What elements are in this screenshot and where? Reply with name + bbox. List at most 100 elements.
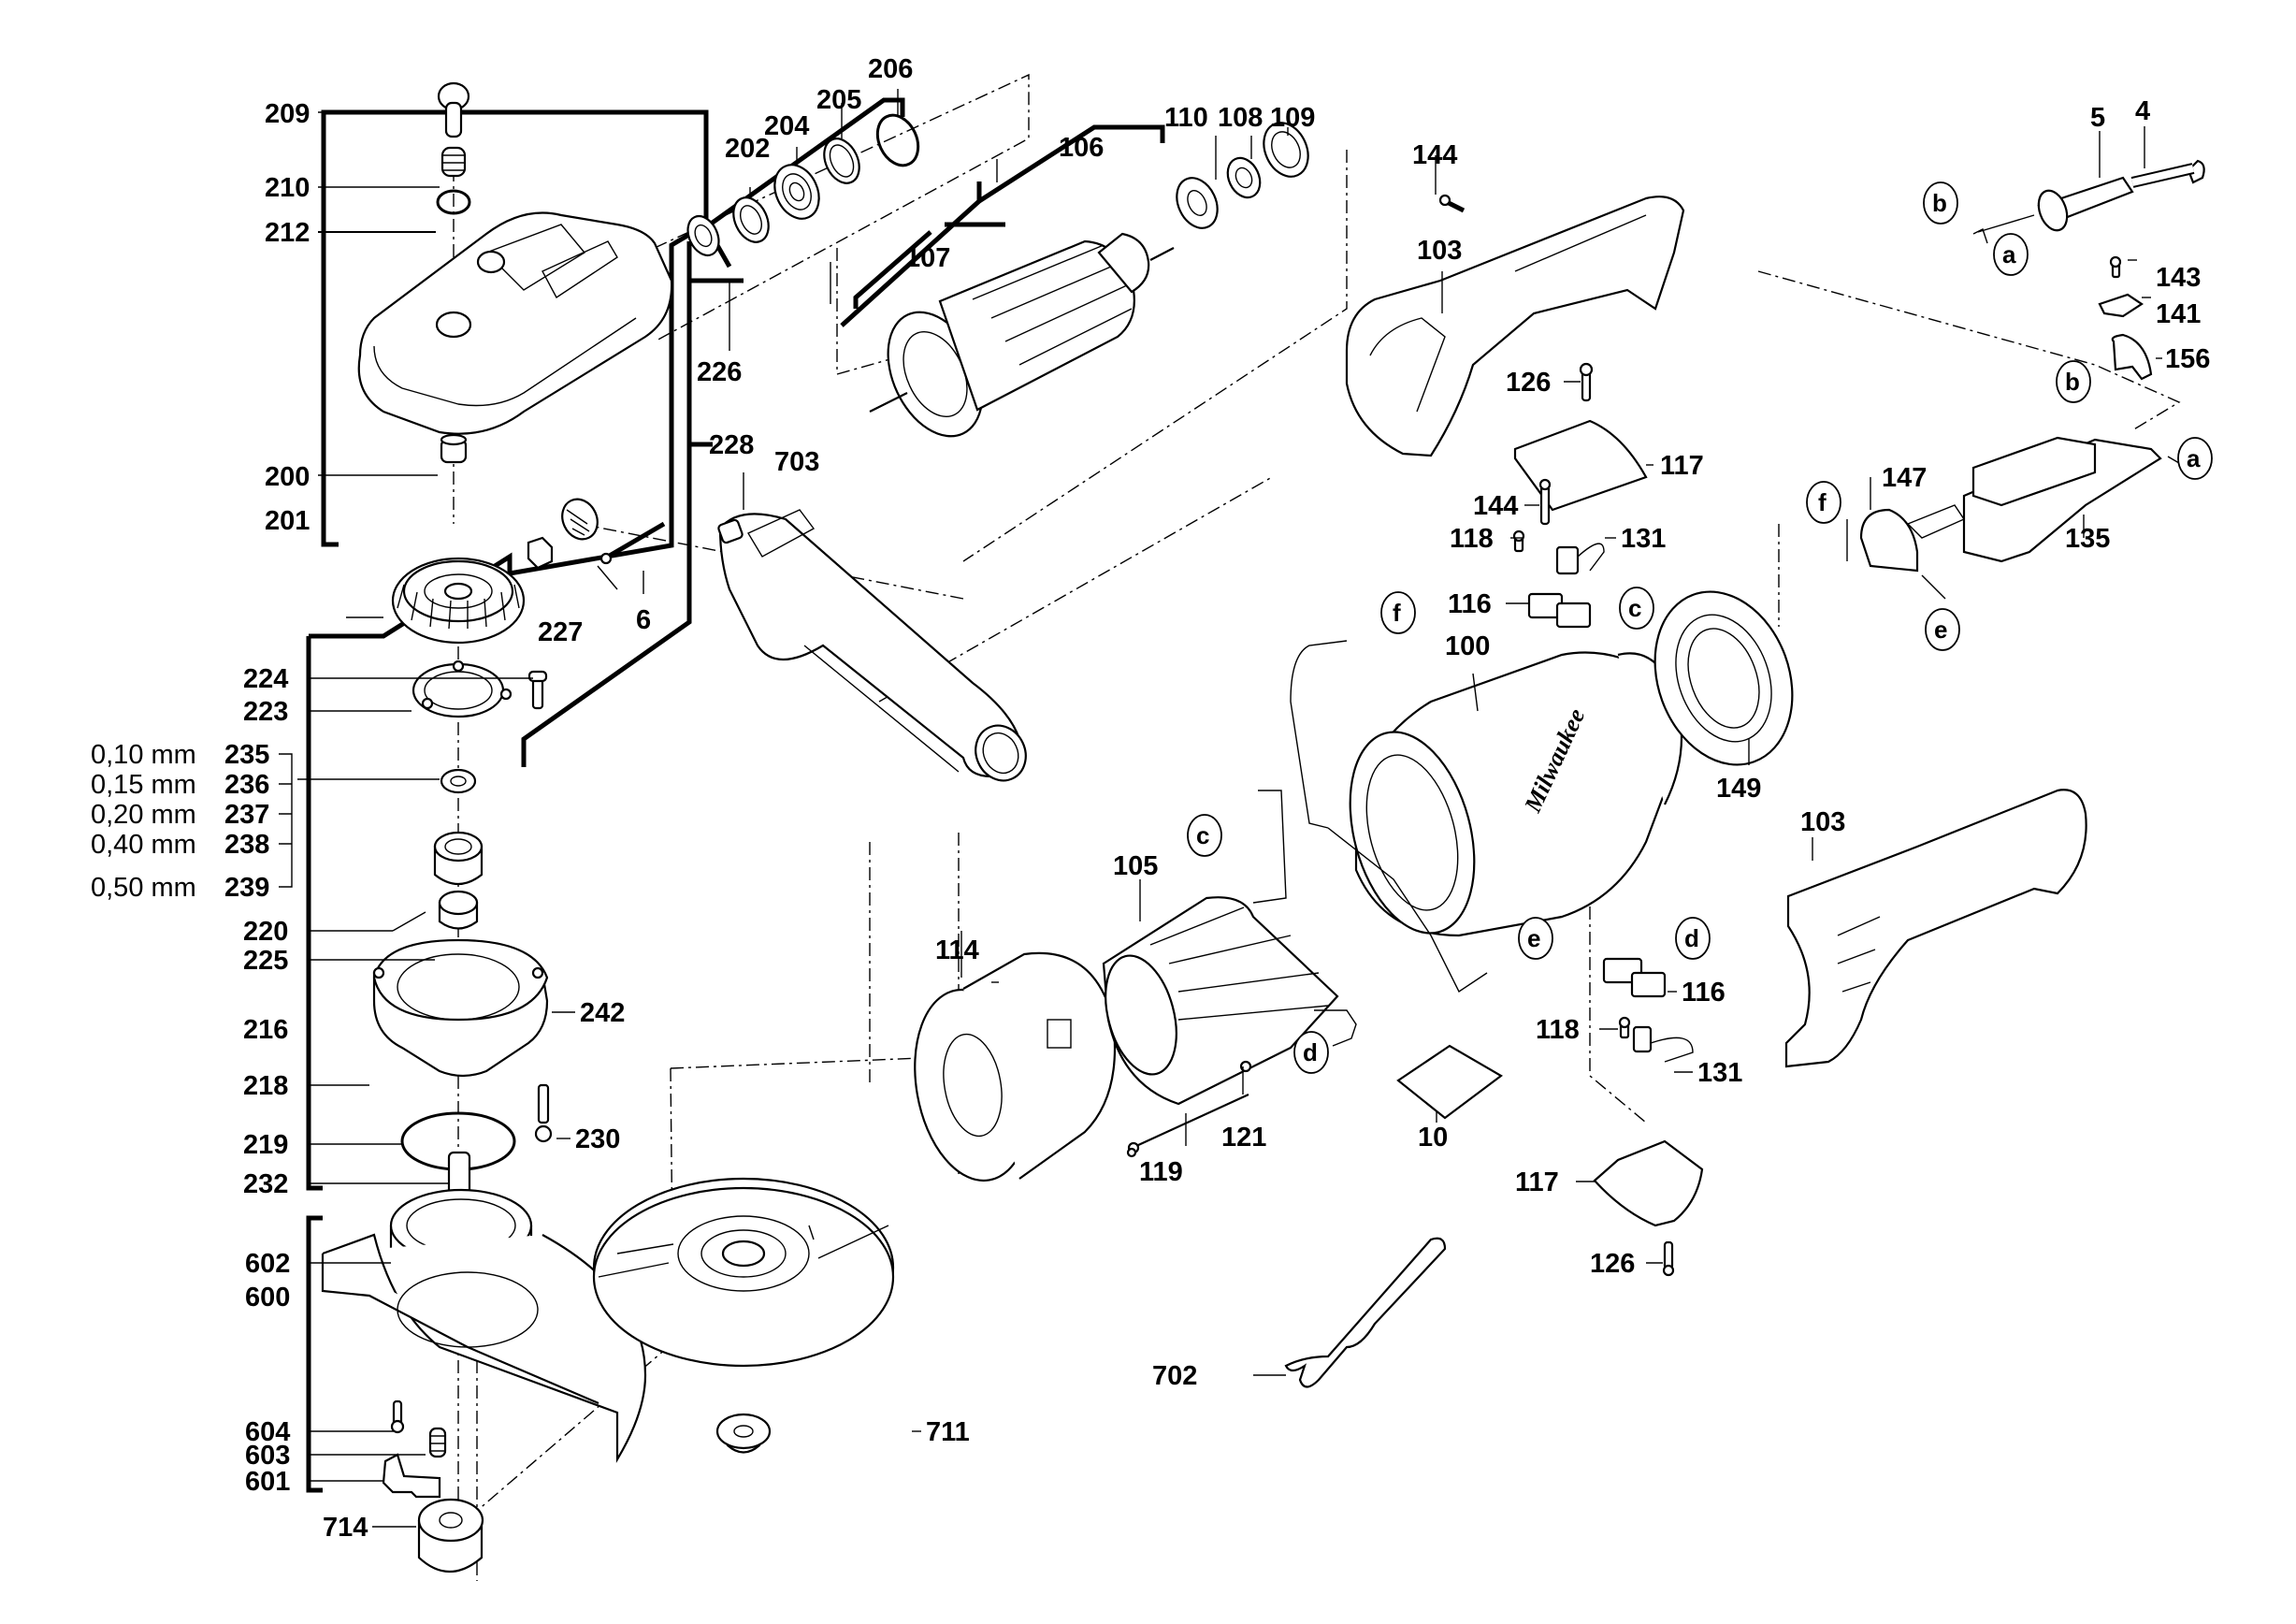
ref-f-housing: f <box>1380 591 1416 634</box>
label-206: 206 <box>868 54 913 84</box>
seal-ring-225 <box>438 890 479 930</box>
motor-housing-100: Milwaukee <box>1349 651 1683 937</box>
bracket-216 <box>306 636 323 1191</box>
power-cord-4 <box>2130 159 2205 188</box>
ref-e-housing: e <box>1518 917 1553 960</box>
brush-holder-116-upper <box>1527 592 1592 629</box>
o-ring-212 <box>436 189 471 215</box>
lead-wire-e <box>1327 827 1488 993</box>
label-201: 201 <box>265 506 310 536</box>
label-235: 235 <box>224 740 269 770</box>
spindle-lock-knob-209 <box>437 81 470 138</box>
label-116-upper: 116 <box>1448 589 1492 619</box>
switch-cover-117-upper <box>1513 419 1648 512</box>
bearing-220 <box>433 831 484 886</box>
ring-205 <box>823 138 860 184</box>
ref-c-brush: c <box>1619 587 1654 630</box>
guard-lever-601 <box>382 1453 441 1499</box>
svg-text:b: b <box>2065 368 2080 396</box>
label-224: 224 <box>243 664 288 694</box>
label-205: 205 <box>816 85 861 115</box>
bracket-228 <box>521 232 744 767</box>
bracket-600 <box>306 1215 323 1493</box>
bearing-cup-109 <box>1263 122 1309 178</box>
label-5: 5 <box>2090 103 2105 133</box>
label-135: 135 <box>2065 524 2110 554</box>
switch-cover-117-lower <box>1593 1139 1704 1227</box>
screw-144-lower <box>1538 478 1552 526</box>
ref-a-switch: a <box>2177 437 2213 480</box>
screw-6 <box>599 521 666 565</box>
svg-text:a: a <box>2002 240 2016 268</box>
label-118-upper: 118 <box>1450 524 1494 554</box>
svg-text:a: a <box>2187 444 2201 472</box>
label-600: 600 <box>245 1283 290 1312</box>
bracket-106 <box>840 124 1165 327</box>
ref-a-cord: a <box>1993 233 2029 276</box>
label-105: 105 <box>1113 851 1158 881</box>
wheel-guard-600 <box>321 1233 647 1463</box>
ref-b-cord: b <box>1923 181 1958 225</box>
label-238: 238 <box>224 830 269 860</box>
label-119: 119 <box>1139 1157 1183 1187</box>
svg-text:f: f <box>1818 488 1827 516</box>
label-223: 223 <box>243 697 288 727</box>
switch-135 <box>1906 436 2162 563</box>
screw-230 <box>534 1083 553 1143</box>
label-711: 711 <box>926 1417 970 1447</box>
svg-text:d: d <box>1684 924 1699 952</box>
bearing-204 <box>773 164 820 220</box>
label-156: 156 <box>2165 344 2210 374</box>
label-131-upper: 131 <box>1621 524 1666 554</box>
label-239: 239 <box>224 873 269 903</box>
svg-text:e: e <box>1527 924 1540 952</box>
label-143: 143 <box>2156 263 2201 293</box>
label-126-lower: 126 <box>1590 1249 1635 1279</box>
label-10: 10 <box>1418 1123 1448 1153</box>
label-601: 601 <box>245 1467 290 1497</box>
spring-210 <box>440 146 467 178</box>
label-228: 228 <box>709 430 754 460</box>
label-220: 220 <box>243 917 288 947</box>
pinion-nut-227 <box>527 498 599 570</box>
label-219: 219 <box>243 1130 288 1160</box>
bearing-flange-223 <box>412 660 513 718</box>
label-218: 218 <box>243 1071 288 1101</box>
ref-d-stator: d <box>1293 1031 1329 1074</box>
label-230: 230 <box>575 1124 620 1154</box>
circlip-206 <box>875 113 920 167</box>
label-shim-237-thickness: 0,20 mm <box>91 800 196 830</box>
label-103-lower: 103 <box>1800 807 1845 837</box>
lead-wire-f <box>1290 640 1348 829</box>
handle-half-103-lower <box>1784 789 2087 1068</box>
ref-e-switch: e <box>1925 608 1960 651</box>
field-stator-105 <box>1102 896 1339 1154</box>
label-117-lower: 117 <box>1515 1167 1559 1197</box>
label-147: 147 <box>1882 463 1927 493</box>
spring-603 <box>428 1427 447 1458</box>
label-603: 603 <box>245 1441 290 1471</box>
label-226: 226 <box>697 357 742 387</box>
label-110: 110 <box>1164 103 1208 133</box>
label-236: 236 <box>224 770 269 800</box>
svg-text:c: c <box>1628 594 1641 622</box>
ref-f-switch: f <box>1806 481 1841 524</box>
label-144-lower: 144 <box>1473 491 1518 521</box>
label-227: 227 <box>538 617 583 647</box>
label-100: 100 <box>1445 631 1490 661</box>
spanner-wrench-702 <box>1284 1237 1447 1388</box>
label-216: 216 <box>243 1015 288 1045</box>
label-141: 141 <box>2156 299 2201 329</box>
handle-half-103-upper <box>1345 196 1685 457</box>
label-116-lower: 116 <box>1682 978 1726 1008</box>
screw-604 <box>390 1399 405 1434</box>
label-242: 242 <box>580 998 625 1028</box>
bracket-106-lower <box>853 222 1005 309</box>
screw-118-lower <box>1618 1016 1631 1039</box>
leader-lines <box>297 89 2180 1528</box>
bearing-110 <box>1176 177 1219 229</box>
shim-washer <box>440 768 477 794</box>
cord-clamp-141 <box>2098 293 2144 318</box>
lock-nut-226 <box>686 214 720 257</box>
label-209: 209 <box>265 99 310 129</box>
